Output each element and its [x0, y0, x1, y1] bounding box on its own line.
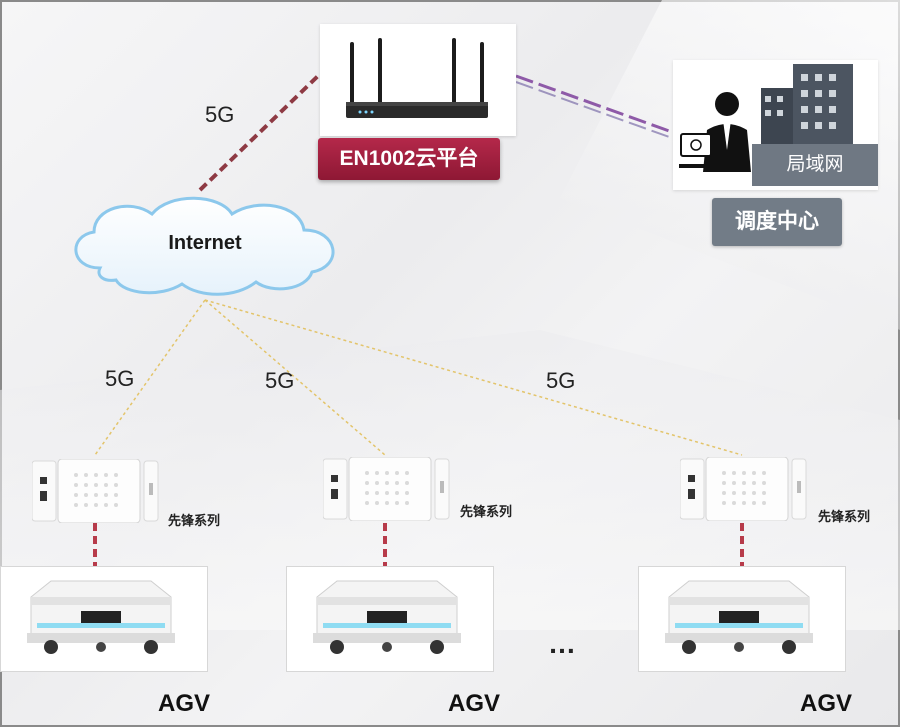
lan-link	[515, 74, 673, 134]
dispatch-building-icon	[679, 64, 853, 172]
internet-label: Internet	[168, 232, 242, 254]
agv-robot-card	[286, 566, 494, 672]
agv-robot-card	[638, 566, 846, 672]
series-label-3: 先锋系列	[818, 509, 871, 524]
module-device-icon	[322, 456, 450, 522]
agv-label-2: AGV	[448, 690, 501, 717]
series-label-1: 先锋系列	[168, 513, 221, 528]
wan-link	[198, 74, 320, 192]
lan-link-shadow	[515, 81, 673, 139]
branch-5g-label-1: 5G	[105, 366, 135, 391]
dispatch-center-label: 调度中心	[712, 198, 842, 246]
router-device	[320, 24, 516, 136]
wireless-module	[322, 456, 451, 522]
wireless-link-1	[94, 299, 206, 456]
module-device-icon	[679, 456, 807, 522]
wireless-module	[679, 456, 808, 522]
lan-label: 局域网	[752, 144, 878, 186]
agv-robot-icon	[665, 580, 813, 654]
agv-label-1: AGV	[158, 690, 211, 717]
agv-robot-icon	[313, 580, 461, 654]
branch-5g-label-3: 5G	[546, 368, 576, 393]
more-agvs-ellipsis: …	[548, 628, 578, 659]
internet-cloud	[74, 196, 335, 296]
agv-robot-icon	[27, 580, 175, 654]
wireless-module	[31, 458, 160, 524]
wan-5g-label: 5G	[205, 102, 235, 127]
wireless-link-2	[204, 299, 386, 456]
agv-robot-card	[0, 566, 208, 672]
series-label-2: 先锋系列	[460, 504, 513, 519]
platform-label: EN1002云平台	[318, 138, 500, 180]
agv-label-3: AGV	[800, 690, 853, 717]
router-icon	[346, 38, 488, 118]
branch-5g-label-2: 5G	[265, 368, 295, 393]
module-device-icon	[31, 458, 159, 524]
